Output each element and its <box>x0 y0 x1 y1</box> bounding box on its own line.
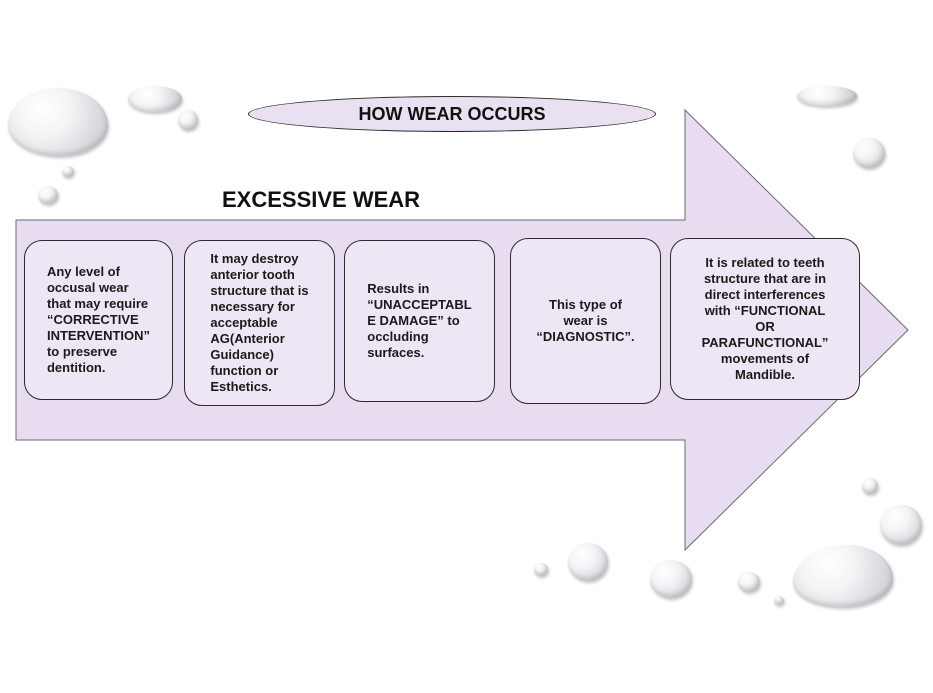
water-drop-icon <box>793 545 893 607</box>
step-box-text: Results in “UNACCEPTABL E DAMAGE” to occ… <box>367 281 472 360</box>
water-drop-icon <box>650 560 692 598</box>
water-drop-icon <box>534 563 548 576</box>
step-box-text: This type of wear is “DIAGNOSTIC”. <box>536 297 635 344</box>
water-drop-icon <box>178 110 198 130</box>
step-box-text: Any level of occusal wear that may requi… <box>46 264 151 375</box>
water-drop-icon <box>62 166 74 177</box>
step-box-5: It is related to teeth structure that ar… <box>670 238 860 400</box>
step-box-4: This type of wear is “DIAGNOSTIC”. <box>510 238 661 404</box>
step-box-text: It is related to teeth structure that ar… <box>701 255 829 382</box>
water-drop-icon <box>568 543 608 581</box>
water-drop-icon <box>38 186 58 204</box>
water-drop-icon <box>880 505 922 545</box>
step-box-1: Any level of occusal wear that may requi… <box>24 240 173 400</box>
water-drop-icon <box>774 596 784 605</box>
water-drop-icon <box>853 138 885 168</box>
water-drop-icon <box>797 86 857 106</box>
step-box-3: Results in “UNACCEPTABL E DAMAGE” to occ… <box>344 240 495 402</box>
water-drop-icon <box>8 88 108 156</box>
step-box-text: It may destroy anterior tooth structure … <box>210 251 309 394</box>
diagram-title: HOW WEAR OCCURS <box>358 103 546 124</box>
step-box-2: It may destroy anterior tooth structure … <box>184 240 335 406</box>
water-drop-icon <box>128 86 182 112</box>
water-drop-icon <box>862 478 878 494</box>
water-drop-icon <box>738 572 760 592</box>
section-heading: EXCESSIVE WEAR <box>222 187 421 212</box>
diagram-title-oval: HOW WEAR OCCURS <box>248 96 656 132</box>
